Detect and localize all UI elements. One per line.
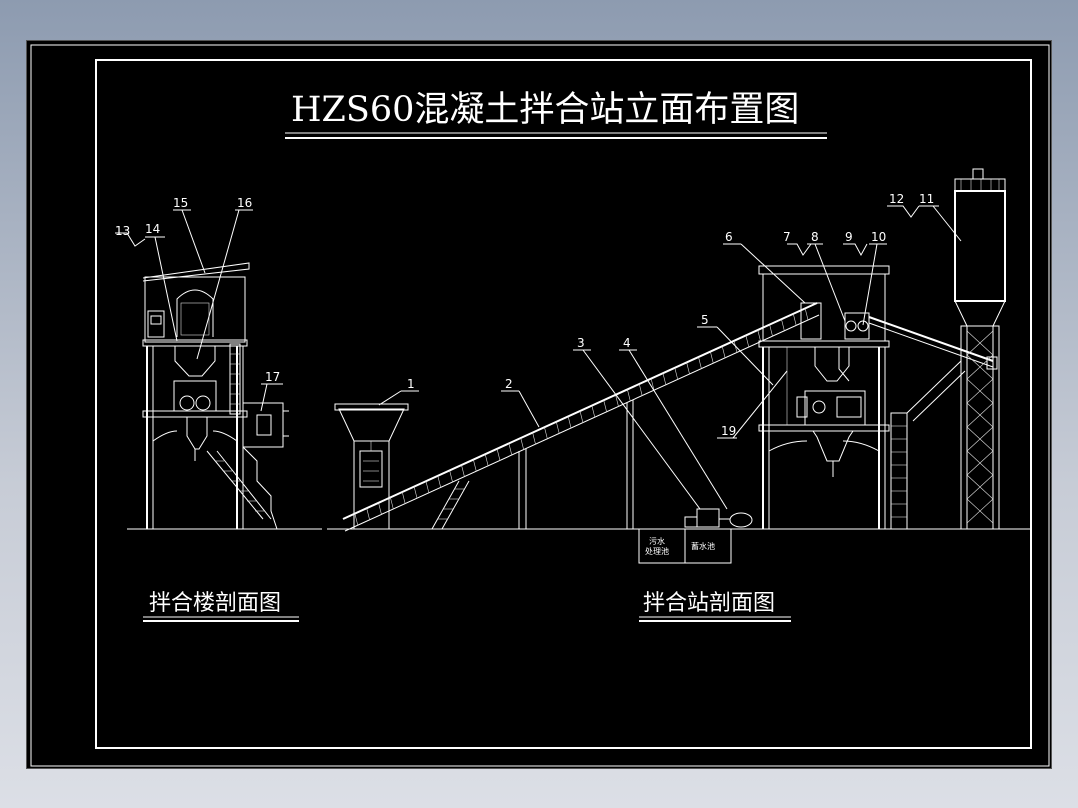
belt-truss-tick (461, 464, 465, 478)
belt-truss-tick (532, 432, 536, 445)
belt-truss-tick (437, 475, 442, 488)
belt-truss-tick (354, 513, 359, 526)
belt-truss-tick (378, 502, 382, 515)
belt-truss-tick (484, 454, 489, 467)
belt-truss-tick (769, 324, 773, 337)
belt-truss-tick (473, 459, 477, 472)
belt-truss-tick (804, 308, 809, 321)
cad-viewport[interactable]: HZS60混凝土拌合站立面布置图 (26, 40, 1052, 769)
belt-truss-tick (508, 443, 513, 456)
belt-truss-tick (745, 335, 750, 348)
sewage-pond-label-1: 污水 (649, 536, 665, 546)
belt-truss-tick (615, 394, 619, 407)
callout-3: 3 (577, 336, 585, 350)
mixing-tower (142, 262, 289, 530)
drawing-title: HZS60混凝土拌合站立面布置图 (291, 90, 799, 130)
belt-truss-tick (413, 486, 418, 499)
silo-lattice-brace (966, 402, 994, 428)
belt-truss-tick (603, 400, 607, 413)
belt-truss-tick (686, 362, 690, 375)
belt-truss-tick (757, 329, 762, 343)
belt-truss-tick (662, 373, 667, 386)
callout-numbers: 13 14 15 16 17 1 2 3 4 5 6 7 8 9 10 11 1… (115, 192, 934, 438)
callout-1: 1 (407, 377, 415, 391)
belt-truss-tick (793, 313, 797, 326)
elevation-drawing: HZS60混凝土拌合站立面布置图 (30, 44, 1050, 767)
belt-truss-tick (449, 470, 453, 483)
belt-truss-tick (401, 491, 406, 505)
silo-lattice-brace (966, 330, 994, 356)
silo-lattice-brace (966, 450, 994, 476)
inner-frame (95, 59, 1032, 749)
callout-19: 19 (721, 424, 736, 438)
callout-13: 13 (115, 224, 130, 238)
belt-truss-tick (710, 351, 714, 364)
water-ponds: 污水 处理池 蓄水池 (638, 508, 753, 564)
belt-truss-tick (390, 497, 394, 510)
callout-6: 6 (725, 230, 733, 244)
callout-leaders (115, 205, 962, 510)
callout-8: 8 (811, 230, 819, 244)
callout-4: 4 (623, 336, 631, 350)
belt-truss-tick (520, 437, 525, 451)
sewage-pond-label-2: 处理池 (645, 546, 669, 556)
callout-7: 7 (783, 230, 791, 244)
batching-station (758, 265, 998, 530)
belt-truss-tick (567, 416, 572, 429)
belt-truss-tick (579, 410, 584, 424)
belt-truss-tick (698, 356, 702, 370)
callout-5: 5 (701, 313, 709, 327)
callout-11: 11 (919, 192, 934, 206)
belt-truss-tick (674, 367, 679, 380)
callout-15: 15 (173, 196, 188, 210)
callout-10: 10 (871, 230, 886, 244)
cement-silo (954, 168, 1006, 530)
callout-17: 17 (265, 370, 280, 384)
belt-truss-tick (721, 346, 726, 359)
belt-truss-tick (425, 481, 430, 494)
callout-12: 12 (889, 192, 904, 206)
silo-lattice-brace (966, 498, 994, 524)
belt-truss-tick (556, 421, 560, 434)
belt-truss-tick (544, 427, 548, 440)
belt-truss-tick (781, 319, 785, 332)
silo-lattice-brace (966, 354, 994, 380)
belt-truss-tick (496, 448, 501, 461)
belt-truss-tick (591, 405, 596, 418)
belt-truss-tick (366, 508, 370, 521)
right-view-caption: 拌合站剖面图 (643, 591, 775, 616)
callout-9: 9 (845, 230, 853, 244)
outer-frame (30, 44, 1050, 767)
belt-truss-tick (627, 389, 631, 402)
water-pond-label: 蓄水池 (691, 541, 715, 551)
left-view-caption: 拌合楼剖面图 (149, 591, 281, 616)
silo-lattice-brace (966, 378, 994, 404)
silo-lattice-brace (966, 426, 994, 452)
silo-lattice-brace (966, 474, 994, 500)
aggregate-hopper (334, 403, 409, 530)
belt-truss-tick (638, 383, 643, 397)
callout-14: 14 (145, 222, 160, 236)
callout-16: 16 (237, 196, 252, 210)
belt-truss-tick (650, 378, 655, 391)
callout-2: 2 (505, 377, 513, 391)
